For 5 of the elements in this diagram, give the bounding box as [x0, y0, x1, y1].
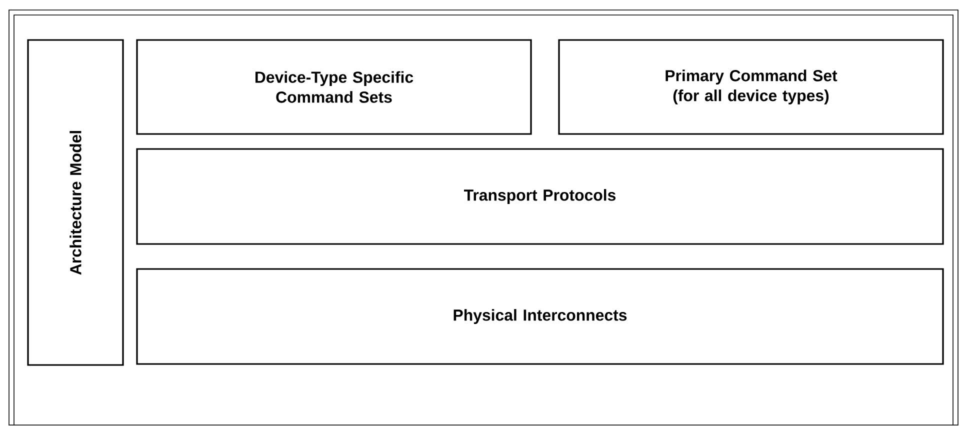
layer-box: Primary Command Set (for all device types)	[558, 39, 944, 135]
layer-box: Device-Type Specific Command Sets	[136, 39, 532, 135]
layer-box: Physical Interconnects	[136, 268, 944, 365]
layer-box: Transport Protocols	[136, 148, 944, 245]
side-label-box: Architecture Model	[27, 39, 124, 366]
